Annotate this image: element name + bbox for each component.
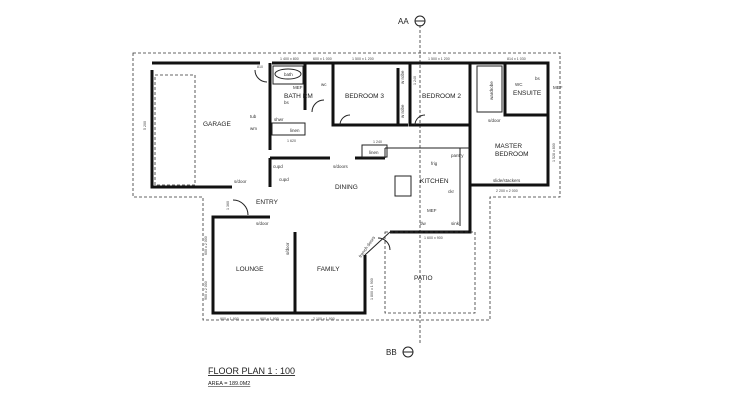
dim: 600 x 1 000 xyxy=(313,57,332,61)
label-mef: MEF xyxy=(293,85,303,90)
room-lounge: LOUNGE xyxy=(236,266,264,273)
dim: 2 100 x 1 900 xyxy=(313,317,335,321)
room-ensuite: ENSUITE xyxy=(513,90,542,97)
label-shwr: shwr xyxy=(274,117,284,122)
patio-outline xyxy=(384,231,476,314)
room-dining: DINING xyxy=(335,184,358,191)
label-linen: linen xyxy=(290,128,300,133)
dim: 1 360 xyxy=(226,201,230,210)
label-tub: tub xyxy=(250,114,257,119)
linen-cupboard xyxy=(271,122,306,136)
dimension-labels: 1 400 x 800 600 x 1 000 1 500 x 1 200 1 … xyxy=(143,57,556,321)
dim: 814 x 1 030 xyxy=(507,57,526,61)
plan-title: FLOOR PLAN 1 : 100 xyxy=(208,366,295,376)
label-sdoor: s/door xyxy=(234,179,247,184)
label-slide-stackers: slide/stackers xyxy=(493,178,521,183)
dim: 1 240 xyxy=(373,140,382,144)
room-master: MASTER xyxy=(495,143,522,150)
linen-cupboard-2 xyxy=(361,144,388,158)
label-linen: linen xyxy=(369,150,379,155)
label-sdoor: s/door xyxy=(488,118,501,123)
label-dw: dw xyxy=(420,221,427,226)
label-wm: wm xyxy=(250,126,257,131)
dim: 1 500 x 1 200 xyxy=(352,57,374,61)
room-family: FAMILY xyxy=(317,266,340,273)
label-bath: bath xyxy=(284,72,293,77)
dim: 810 xyxy=(257,65,263,69)
room-garage: GARAGE xyxy=(203,121,231,128)
section-marker-aa: AA xyxy=(398,17,409,26)
bath-icon xyxy=(274,68,302,80)
dim: 2 200 x 2 000 xyxy=(496,189,518,193)
label-wc: wc xyxy=(321,82,327,87)
room-bedroom-3: BEDROOM 3 xyxy=(345,93,384,100)
garage-car-outline xyxy=(154,74,196,186)
dim: 900 x 1 900 xyxy=(220,317,239,321)
dim: 1 600 x 900 xyxy=(424,236,443,240)
dim: 1 528 x 800 xyxy=(552,143,556,162)
label-sdoors: s/doors xyxy=(333,164,349,169)
label-cupd: cupd xyxy=(273,164,283,169)
dim: 1 620 xyxy=(287,139,296,143)
dim: 1 500 x 1 200 xyxy=(428,57,450,61)
label-ckr: ckr xyxy=(448,189,455,194)
dim: 600 x 2 000 xyxy=(204,236,208,255)
room-patio: PATIO xyxy=(414,275,433,282)
dim: 1 800 x 1 900 xyxy=(370,278,374,300)
label-sink: sink xyxy=(451,221,460,226)
dim: 900 x 1 900 xyxy=(260,317,279,321)
section-marker-bb: BB xyxy=(386,348,397,357)
room-master-2: BEDROOM xyxy=(495,151,529,158)
label-pantry: pantry xyxy=(451,153,464,158)
walls xyxy=(150,61,550,315)
label-bs: bs xyxy=(535,76,541,81)
plan-area: AREA = 189.0M2 xyxy=(208,381,250,387)
label-bs: bs xyxy=(284,100,290,105)
dim: 5 200 xyxy=(143,121,147,130)
dim: 900 x 2 000 xyxy=(204,281,208,300)
room-entry: ENTRY xyxy=(256,199,279,206)
label-frig: frig xyxy=(431,161,438,166)
dim: 1 240 xyxy=(413,76,417,85)
label-wrobe: w robe xyxy=(400,70,405,84)
label-wc: WC xyxy=(515,82,523,87)
room-bath: BATH RM xyxy=(284,93,313,100)
label-sdoor: s/door xyxy=(256,221,269,226)
room-bedroom-2: BEDROOM 2 xyxy=(422,93,461,100)
label-mef: MEF xyxy=(553,85,563,90)
dim: 1 400 x 800 xyxy=(280,57,299,61)
label-wardrobe: wardrobe xyxy=(489,81,494,100)
wardrobe-unit xyxy=(476,65,503,113)
room-kitchen: KITCHEN xyxy=(420,178,449,185)
label-sdoor: s/door xyxy=(285,242,290,255)
site-boundary xyxy=(132,52,561,321)
kitchen-island xyxy=(394,175,412,197)
bath-tub xyxy=(272,65,304,85)
label-cupd: cupd xyxy=(279,177,289,182)
door-swings xyxy=(232,69,426,251)
label-mef: MEF xyxy=(427,208,437,213)
label-wrobe: w robe xyxy=(400,104,405,118)
